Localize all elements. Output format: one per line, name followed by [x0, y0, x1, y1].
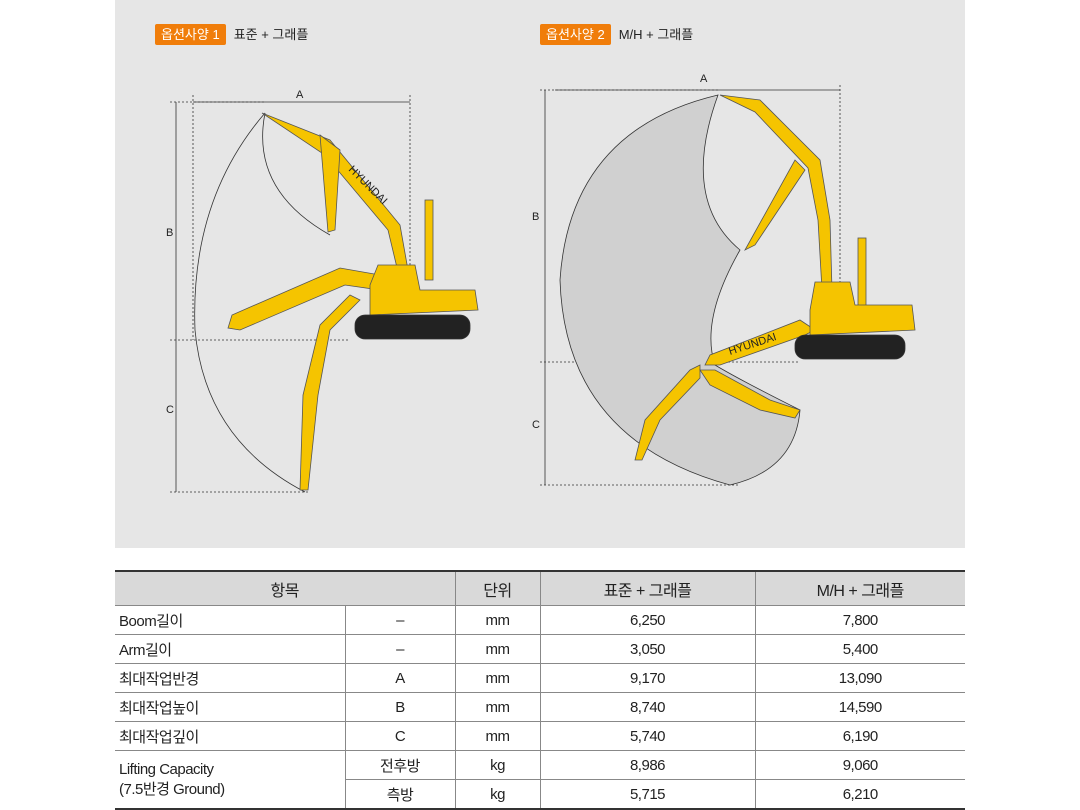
cell: 8,740 — [539, 692, 756, 722]
cell: mm — [454, 634, 541, 664]
cell: C — [344, 721, 456, 751]
dim-c-label-2: C — [532, 419, 540, 431]
option-1-label: 표준 + 그래플 — [233, 27, 309, 42]
table-header: 항목 단위 표준 + 그래플 M/H + 그래플 — [115, 570, 965, 606]
option-2-badge: 옵션사양 2 — [540, 24, 611, 45]
dim-c-label-1: C — [166, 404, 174, 416]
dim-a-label-2: A — [700, 73, 708, 85]
cell: 9,170 — [539, 663, 756, 693]
cell: 측방 — [345, 779, 456, 810]
cell: 6,190 — [754, 721, 965, 751]
cell: 6,210 — [754, 779, 965, 810]
dim-b-label-1: B — [166, 227, 173, 239]
cell: mm — [454, 692, 541, 722]
cell: mm — [454, 721, 541, 751]
diagram-mh — [540, 85, 916, 486]
cell: kg — [454, 779, 541, 810]
cell: 14,590 — [754, 692, 965, 722]
header-mh: M/H + 그래플 — [754, 570, 965, 606]
cell: 8,986 — [539, 750, 756, 780]
cell: kg — [454, 750, 541, 780]
cell: 5,400 — [754, 634, 965, 664]
excavator-diagrams: A B C HYUNDAI A B C HYUNDAI — [166, 73, 916, 493]
cell: 최대작업깊이 — [115, 721, 346, 751]
lifting-label-1: Lifting Capacity — [119, 760, 214, 778]
cell: Boom길이 — [115, 605, 346, 635]
option-2-label: M/H + 그래플 — [618, 27, 694, 42]
lifting-label: Lifting Capacity (7.5반경 Ground) — [115, 750, 346, 810]
dim-a-label-1: A — [296, 89, 304, 101]
option-1-badge: 옵션사양 1 — [155, 24, 226, 45]
header-item: 항목 — [115, 570, 456, 606]
lifting-label-2: (7.5반경 Ground) — [119, 780, 225, 798]
diagram-standard — [170, 95, 479, 493]
header-unit: 단위 — [454, 570, 541, 606]
cell: 3,050 — [539, 634, 756, 664]
table-row: Lifting Capacity (7.5반경 Ground) 전후방 kg 8,… — [115, 750, 965, 810]
cell: Arm길이 — [115, 634, 346, 664]
cell: mm — [454, 663, 541, 693]
header-standard: 표준 + 그래플 — [539, 570, 756, 606]
cell: 7,800 — [754, 605, 965, 635]
option-1-tag: 옵션사양 1 표준 + 그래플 — [155, 24, 308, 45]
dim-b-label-2: B — [532, 211, 539, 223]
cell: 9,060 — [754, 750, 965, 780]
table-row: 측방 kg 5,715 6,210 — [115, 779, 965, 810]
cell: 5,740 — [539, 721, 756, 751]
cell: B — [344, 692, 456, 722]
cell: – — [344, 634, 456, 664]
option-2-tag: 옵션사양 2 M/H + 그래플 — [540, 24, 693, 45]
cell: A — [344, 663, 456, 693]
cell: 6,250 — [539, 605, 756, 635]
cell: 13,090 — [754, 663, 965, 693]
cell: mm — [454, 605, 541, 635]
cell: 최대작업높이 — [115, 692, 346, 722]
cell: 5,715 — [539, 779, 756, 810]
cell: 최대작업반경 — [115, 663, 346, 693]
cell: 전후방 — [344, 750, 456, 780]
cell: – — [344, 605, 456, 635]
